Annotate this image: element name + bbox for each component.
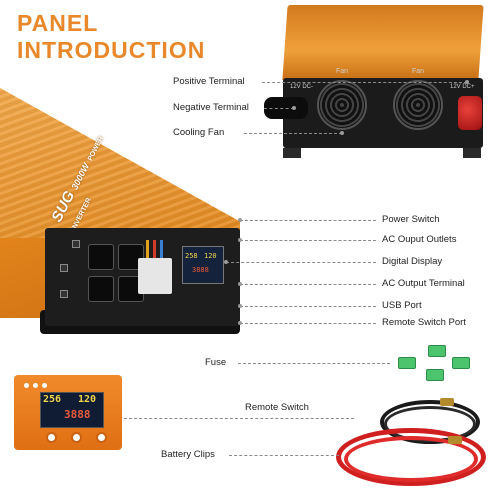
rear-panel: [283, 78, 483, 148]
red-cable-inner: [344, 436, 478, 482]
callout-ac-outlets: AC Ouput Outlets: [382, 234, 457, 245]
callout-power-switch: Power Switch: [382, 214, 440, 225]
leader-dot: [224, 260, 228, 264]
battery-clamp: [440, 398, 454, 406]
fan-label-right: Fan: [412, 68, 425, 75]
callout-digital-display: Digital Display: [382, 256, 443, 267]
leader-line: [262, 82, 467, 83]
leader-line: [226, 262, 376, 263]
power-switch: [72, 240, 80, 248]
ac-outlet: [88, 244, 114, 270]
ac-outlet: [118, 244, 144, 270]
remote-display: [40, 392, 104, 428]
leader-dot: [340, 131, 344, 135]
terminal-wire: [160, 240, 163, 260]
fan-icon: [317, 80, 367, 130]
lcd-voltage-out: 120: [204, 252, 217, 260]
leader-line: [240, 306, 376, 307]
leader-dot: [238, 218, 242, 222]
remote-voltage: 256: [43, 394, 62, 405]
dc-negative-label: 12V DC-: [290, 84, 314, 90]
rear-housing-top: [282, 5, 484, 80]
fuse-icon: [428, 345, 446, 357]
callout-fuse: Fuse: [205, 357, 227, 368]
battery-clamp: [448, 436, 462, 444]
leader-line: [244, 133, 342, 134]
rear-foot: [283, 148, 301, 158]
remote-voltage-out: 120: [78, 394, 97, 405]
leader-line: [229, 455, 339, 456]
terminal-wire: [153, 240, 156, 260]
callout-positive-terminal: Positive Terminal: [173, 76, 245, 87]
callout-ac-output-terminal: AC Output Terminal: [382, 278, 465, 289]
leader-dot: [238, 238, 242, 242]
positive-terminal: [458, 96, 482, 130]
ac-outlet: [88, 276, 114, 302]
digital-display: [182, 246, 224, 284]
rear-foot: [463, 148, 481, 158]
callout-cooling-fan: Cooling Fan: [173, 127, 225, 138]
lcd-watts: 3888: [192, 266, 209, 274]
leader-line: [240, 284, 376, 285]
page-title: PANEL INTRODUCTION: [17, 10, 205, 64]
fuse-icon: [398, 357, 416, 369]
leader-dot: [465, 80, 469, 84]
leader-line: [240, 240, 376, 241]
remote-led: [24, 383, 29, 388]
remote-watts: 3888: [64, 408, 91, 421]
fan-icon: [393, 80, 443, 130]
leader-line: [264, 108, 294, 109]
remote-button: [46, 432, 57, 443]
dc-positive-label: 12V DC+: [450, 84, 475, 90]
leader-dot: [238, 321, 242, 325]
callout-usb-port: USB Port: [382, 300, 422, 311]
leader-dot: [292, 106, 296, 110]
callout-negative-terminal: Negative Terminal: [173, 102, 249, 113]
leader-line: [238, 363, 390, 364]
remote-switch-port: [60, 290, 68, 298]
title-line-2: INTRODUCTION: [17, 37, 206, 63]
fuse-icon: [426, 369, 444, 381]
remote-led: [33, 383, 38, 388]
leader-dot: [238, 304, 242, 308]
leader-line: [240, 220, 376, 221]
callout-remote-switch-port: Remote Switch Port: [382, 317, 466, 328]
lcd-voltage: 258: [185, 252, 198, 260]
usb-port: [60, 264, 68, 272]
ac-output-terminal: [138, 258, 172, 294]
terminal-wire: [146, 240, 149, 260]
title-line-1: PANEL: [17, 10, 99, 36]
fuse-icon: [452, 357, 470, 369]
remote-led: [42, 383, 47, 388]
remote-button: [71, 432, 82, 443]
leader-line: [124, 418, 354, 419]
red-cable: [336, 428, 486, 486]
leader-dot: [238, 282, 242, 286]
leader-line: [240, 323, 376, 324]
callout-remote-switch: Remote Switch: [245, 402, 309, 413]
callout-battery-clips: Battery Clips: [161, 449, 215, 460]
fan-label-left: Fan: [336, 68, 349, 75]
remote-button: [96, 432, 107, 443]
